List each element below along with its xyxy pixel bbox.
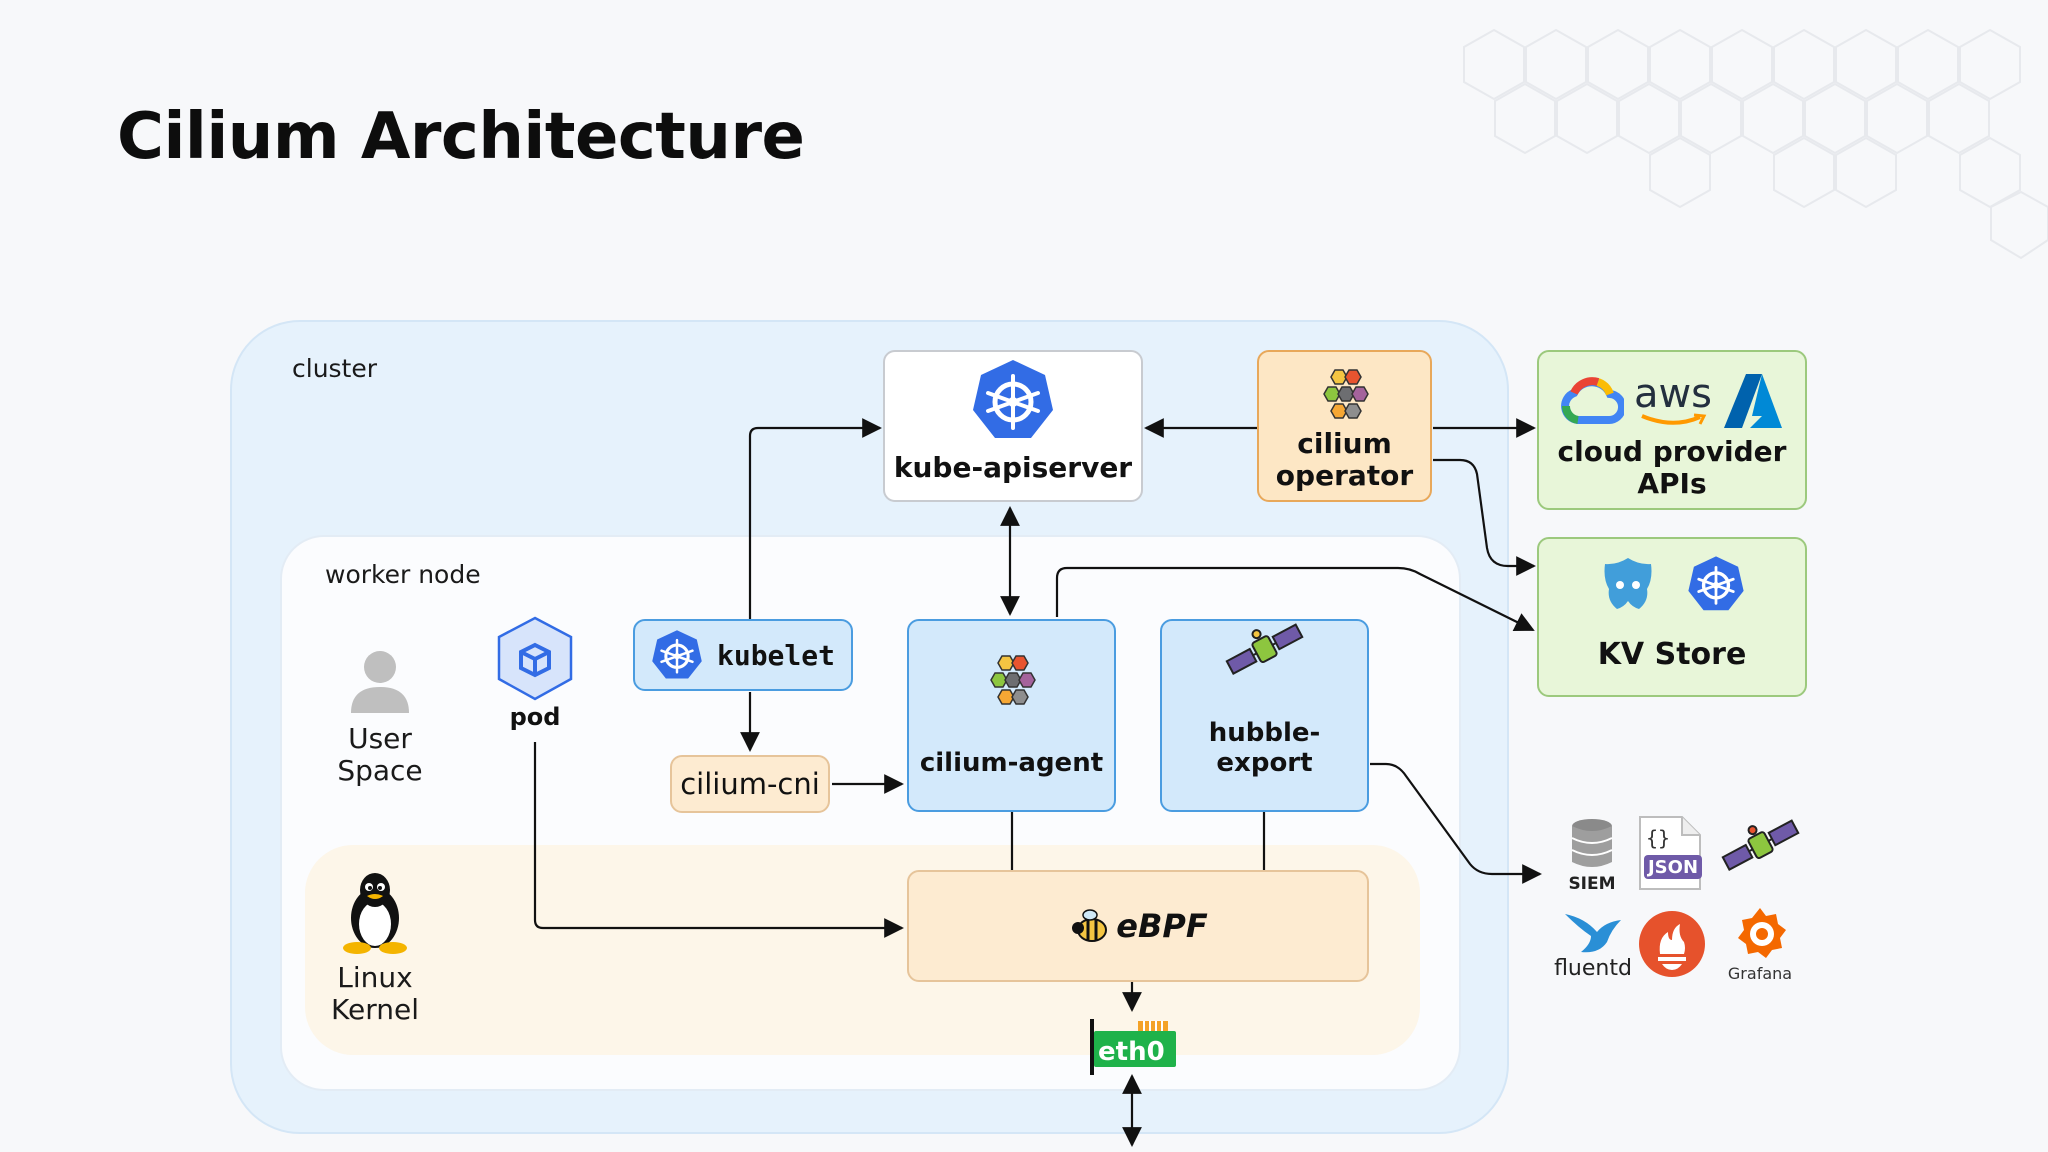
prometheus-icon — [1639, 911, 1705, 977]
user-icon — [351, 651, 409, 713]
etcd-icon — [1604, 558, 1652, 609]
cilium-operator-label: cilium operator — [1275, 427, 1414, 492]
ebpf-label: eBPF — [1116, 907, 1208, 945]
cluster-label: cluster — [292, 354, 378, 383]
user-space-group: User Space — [330, 645, 430, 787]
json-file-icon: {} — [1639, 816, 1702, 890]
kv-store-label: KV Store — [1597, 637, 1747, 672]
kubernetes-icon — [973, 360, 1053, 438]
kv-store-node[interactable]: KV Store — [1537, 537, 1807, 697]
aws-logo: aws — [1633, 371, 1713, 427]
json-label: JSON — [1647, 857, 1699, 878]
linux-kernel-label: Linux Kernel — [331, 961, 419, 1026]
fluentd-exporter: fluentd — [1550, 908, 1636, 981]
siem-label: SIEM — [1568, 874, 1616, 894]
google-cloud-icon — [1561, 377, 1624, 425]
kubelet-label: kubelet — [716, 638, 835, 672]
bee-icon — [1072, 909, 1108, 942]
cloud-provider-node[interactable]: aws cloud provider APIs — [1537, 350, 1807, 510]
satellite-icon — [1721, 819, 1800, 871]
eth0-label: eth0 — [1098, 1037, 1165, 1067]
cilium-hive-icon — [989, 655, 1036, 705]
siem-exporter: SIEM — [1562, 818, 1622, 894]
cloud-logos: aws — [1560, 372, 1784, 430]
grafana-exporter: Grafana — [1720, 904, 1800, 983]
cilium-cni-node[interactable]: cilium-cni — [670, 755, 830, 813]
cilium-operator-node[interactable]: cilium operator — [1257, 350, 1432, 502]
azure-icon — [1724, 374, 1783, 428]
pod-cube-icon — [519, 642, 551, 678]
linux-kernel-group: Linux Kernel — [325, 870, 425, 1026]
user-space-label: User Space — [337, 722, 423, 787]
cilium-agent-node[interactable]: cilium-agent — [907, 619, 1116, 812]
page-title: Cilium Architecture — [117, 100, 805, 174]
kubernetes-icon — [652, 630, 702, 679]
kube-apiserver-node[interactable]: kube-apiserver — [883, 350, 1143, 502]
grafana-label: Grafana — [1727, 964, 1793, 983]
aws-smile-icon — [1641, 413, 1707, 425]
worker-node-label: worker node — [325, 560, 481, 589]
pod-label: pod — [509, 703, 561, 731]
cloud-provider-label: cloud provider APIs — [1557, 435, 1787, 500]
cilium-hive-icon — [1322, 369, 1369, 419]
kubernetes-icon — [1688, 556, 1744, 611]
kube-apiserver-label: kube-apiserver — [893, 451, 1133, 484]
svg-text:{}: {} — [1646, 826, 1670, 850]
pod-hexagon — [497, 616, 573, 701]
cilium-agent-label: cilium-agent — [919, 748, 1104, 778]
hubble-export-label: hubble-export — [1208, 718, 1321, 778]
eth0-node[interactable]: eth0 — [1088, 1015, 1180, 1077]
satellite-icon — [1224, 623, 1304, 675]
cilium-cni-label: cilium-cni — [680, 767, 820, 801]
fluentd-bird-icon — [1565, 914, 1621, 953]
ebpf-node[interactable]: eBPF — [907, 870, 1369, 982]
pod-node[interactable]: pod — [490, 615, 580, 731]
json-exporter: {} JSON — [1634, 815, 1706, 891]
hubble-export-node[interactable]: hubble-export — [1160, 619, 1369, 812]
database-icon — [1571, 819, 1613, 867]
kubelet-node[interactable]: kubelet — [633, 619, 853, 691]
aws-wordmark: aws — [1633, 371, 1713, 417]
tux-icon — [343, 873, 407, 954]
fluentd-label: fluentd — [1554, 956, 1632, 981]
kv-store-logos — [1599, 555, 1745, 613]
network-card-icon — [1090, 1019, 1176, 1075]
grafana-icon — [1738, 908, 1786, 958]
